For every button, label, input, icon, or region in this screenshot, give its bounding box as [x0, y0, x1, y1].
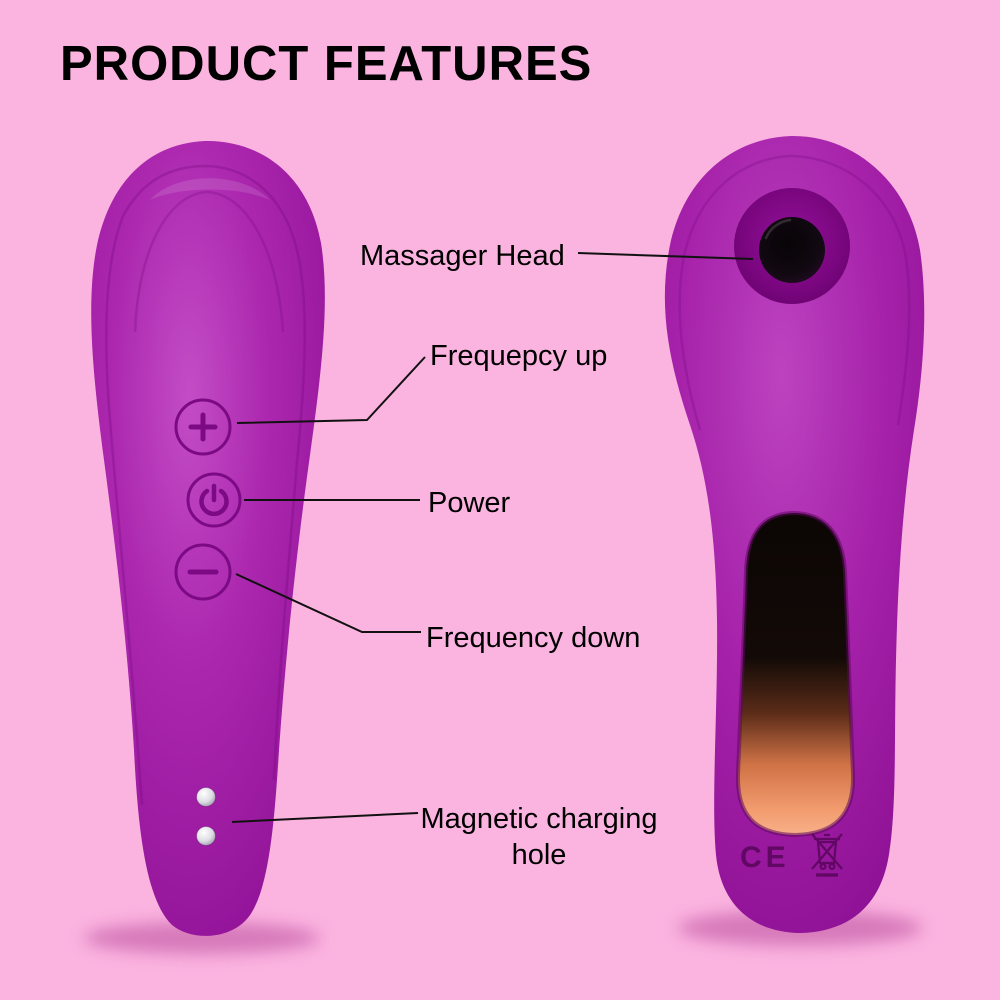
charging-dot-top: [196, 787, 216, 807]
power-button: [186, 472, 242, 528]
magnetic-charging-contacts: [196, 787, 216, 846]
frequency-up-button: [174, 398, 232, 456]
power-button-ring: [186, 472, 242, 528]
left-device-contour-line-inner: [133, 190, 285, 333]
page-title: PRODUCT FEATURES: [60, 37, 593, 91]
right-device-contour-line: [678, 154, 911, 431]
label-power: Power: [428, 487, 511, 519]
label-frequency-up: Frequepcy up: [430, 340, 608, 372]
label-massager-head: Massager Head: [360, 240, 565, 272]
left-device-body: [91, 140, 325, 936]
crossed-out-wheeled-bin-icon: [811, 833, 843, 877]
right-device-head-view: CE: [664, 135, 925, 934]
charging-dot-bottom: [196, 826, 216, 846]
label-magnetic-line2: hole: [511, 839, 567, 872]
left-device-contour-line-outer: [105, 164, 307, 806]
minus-button-ring: [174, 543, 232, 601]
frequency-down-button: [174, 543, 232, 601]
head-hole-highlight: [764, 218, 792, 240]
label-magnetic-charging-hole: Magnetic charging hole: [408, 801, 670, 874]
callout-line-massager-head: [577, 252, 754, 260]
plus-button-ring: [174, 398, 232, 456]
callout-line-magnetic-charging: [231, 812, 419, 823]
label-magnetic-line1: Magnetic charging: [420, 803, 658, 835]
callout-lines: [231, 252, 754, 823]
callout-line-frequency-down: [235, 573, 421, 633]
left-device-shadow: [84, 922, 320, 954]
suction-channel-cutout: [735, 510, 856, 838]
left-device-sheen: [150, 178, 270, 200]
massager-head-opening: [734, 188, 850, 304]
callout-line-frequency-up: [236, 356, 426, 424]
plus-icon: [188, 412, 218, 442]
power-icon: [199, 483, 229, 517]
head-hole: [759, 217, 825, 283]
left-device-front-view: [91, 140, 325, 936]
label-frequency-down: Frequency down: [426, 622, 641, 654]
ce-mark: CE: [740, 841, 790, 874]
